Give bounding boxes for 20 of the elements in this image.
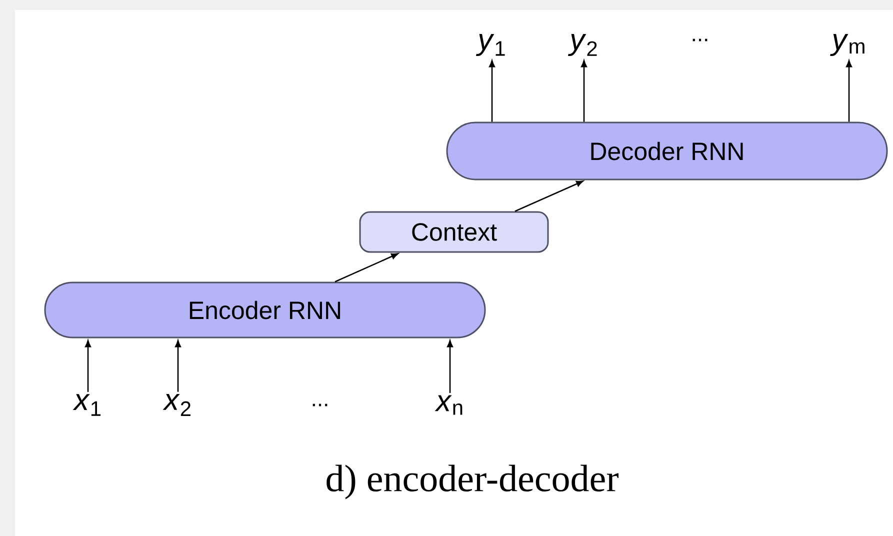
arrow [846, 60, 852, 122]
arrow [85, 340, 91, 392]
rnn-block: Decoder RNN [446, 122, 888, 180]
arrow [175, 340, 181, 392]
arrow [514, 180, 584, 212]
context-box: Context [359, 211, 549, 253]
ellipsis: ... [312, 404, 328, 406]
input-label: x$_{1}$ [72, 394, 100, 416]
output-label: y$_{2}$ [568, 34, 597, 56]
input-label: x$_{2}$ [162, 394, 190, 416]
rnn-block: Encoder RNN [44, 282, 486, 338]
output-label: y$_{1}$ [476, 34, 505, 56]
arrow [581, 60, 587, 122]
ellipsis: ... [692, 38, 708, 42]
arrow [489, 60, 495, 122]
caption: d) encoder-decoder [326, 464, 618, 500]
input-label: x$_{n}$ [434, 395, 462, 415]
arrow [447, 340, 453, 394]
output-label: y$_{m}$ [830, 34, 864, 56]
arrow [334, 253, 398, 282]
